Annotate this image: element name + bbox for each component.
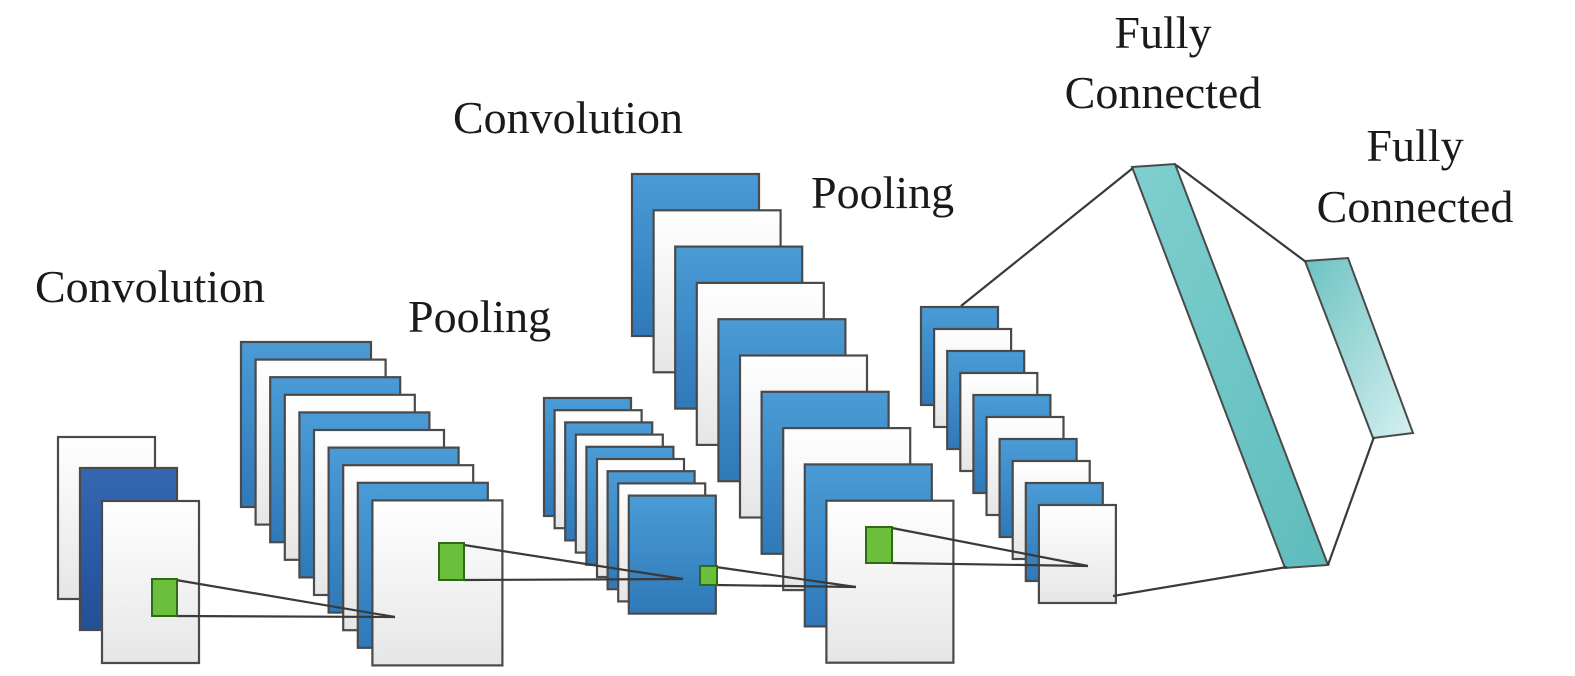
connector-pool2-fc1-top bbox=[960, 167, 1134, 307]
input-feature-maps bbox=[56, 435, 201, 665]
projection-line bbox=[715, 565, 857, 589]
connector-fc1-fc2-bottom bbox=[1326, 436, 1376, 566]
pool1-label: Pooling bbox=[408, 291, 551, 342]
kernel-input bbox=[151, 578, 178, 617]
kernel-projections bbox=[151, 526, 1089, 619]
fc1-label-line1: Fully bbox=[1114, 7, 1211, 58]
pool2-map bbox=[1037, 503, 1118, 605]
pool2-label: Pooling bbox=[811, 167, 954, 218]
projection-line bbox=[175, 614, 396, 619]
pool1-map bbox=[627, 494, 717, 615]
projection-line bbox=[463, 543, 684, 581]
conv2-label: Convolution bbox=[453, 92, 683, 143]
conv1-label: Convolution bbox=[35, 261, 265, 312]
conv1-feature-maps bbox=[239, 340, 504, 667]
kernel-conv2 bbox=[865, 526, 893, 564]
kernel-conv1 bbox=[438, 542, 465, 581]
fc1-label-line2: Connected bbox=[1065, 67, 1262, 118]
connector-pool2-fc1-bottom bbox=[1112, 565, 1288, 598]
projection-line bbox=[175, 578, 396, 619]
fc1-layer bbox=[1130, 162, 1330, 570]
fc2-label-line2: Connected bbox=[1317, 181, 1514, 232]
conv1-map bbox=[371, 499, 504, 667]
kernel-pool1 bbox=[699, 565, 718, 586]
projection-line bbox=[891, 526, 1089, 568]
pool1-feature-maps bbox=[542, 396, 717, 615]
conv2-feature-maps bbox=[630, 172, 955, 664]
fc2-label-line1: Fully bbox=[1366, 120, 1463, 171]
conv2-map bbox=[825, 499, 955, 664]
connector-fc1-fc2-top bbox=[1175, 164, 1307, 263]
projection-line bbox=[715, 583, 857, 589]
fc2-layer bbox=[1303, 256, 1415, 440]
projection-line bbox=[891, 561, 1089, 568]
projection-line bbox=[463, 577, 684, 582]
